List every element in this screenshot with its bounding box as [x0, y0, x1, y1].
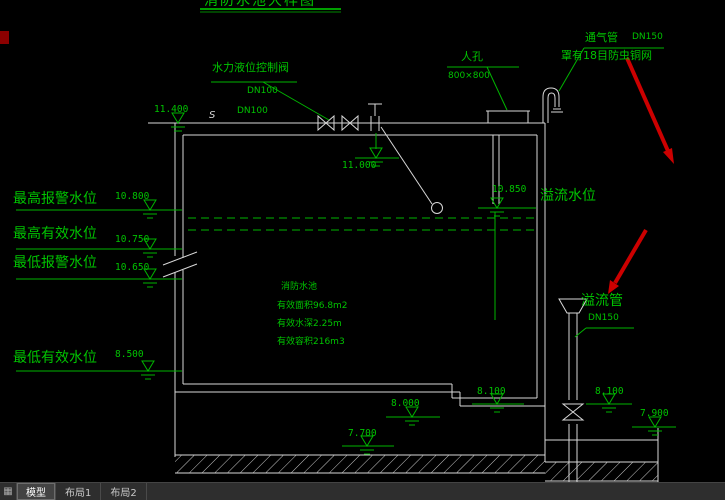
label-elev-8100-right: 8.100: [595, 386, 624, 397]
annotation-lines: [16, 8, 676, 447]
label-tank-volume: 有效容积216m3: [277, 337, 345, 347]
layout-tab-bar: ▦ 模型 布局1 布局2: [0, 482, 725, 500]
label-elev-7700: 7.700: [348, 428, 377, 439]
label-elev-10800: 10.800: [115, 191, 150, 202]
label-vent-mesh-note: 罩有18目防虫铜网: [561, 49, 652, 62]
tank-structure: [148, 87, 659, 483]
label-hydraulic-level-valve: 水力液位控制阀: [212, 61, 289, 74]
label-overflow-level: 溢流水位: [540, 188, 596, 204]
foundation-hatch: [175, 455, 545, 473]
label-vent-dn150: DN150: [632, 32, 663, 42]
label-pipe-dn100: DN100: [237, 106, 268, 116]
label-overflow-pipe: 溢流管: [581, 293, 623, 309]
label-tank-depth: 有效水深2.25m: [277, 319, 342, 329]
label-valve-dn100: DN100: [247, 86, 278, 96]
red-annotation-arrows: [608, 57, 674, 294]
tab-layout2[interactable]: 布局2: [101, 483, 147, 500]
tab-layout1-label: 布局1: [65, 488, 92, 499]
level-markers: [141, 112, 662, 455]
label-elev-10750: 10.750: [115, 234, 150, 245]
label-elev-8500: 8.500: [115, 349, 144, 360]
label-min-alarm-level: 最低报警水位: [13, 255, 97, 271]
label-overflow-dn150: DN150: [588, 313, 619, 323]
label-manhole-size: 800×800: [448, 71, 490, 81]
label-tank-area: 有效面积96.8m2: [277, 301, 348, 311]
label-elev-10650: 10.650: [115, 262, 150, 273]
tab-layout2-label: 布局2: [110, 488, 137, 499]
label-vent-pipe: 通气管: [585, 31, 618, 44]
cad-drawing: [0, 8, 676, 483]
tab-model-label: 模型: [26, 488, 46, 499]
tab-layout1[interactable]: 布局1: [56, 483, 102, 500]
label-elev-10850: 10.850: [492, 184, 527, 195]
label-tank-name: 消防水池: [281, 282, 318, 292]
tab-model[interactable]: 模型: [17, 483, 56, 500]
label-elev-8000: 8.000: [391, 398, 420, 409]
label-elev-11000: 11.000: [342, 160, 377, 171]
label-pipe-break-s: S: [209, 110, 216, 121]
label-elev-11400: 11.400: [154, 104, 189, 115]
label-max-effective-level: 最高有效水位: [13, 226, 97, 242]
label-max-alarm-level: 最高报警水位: [13, 191, 97, 207]
drawing-title-fragment: 消防水池大样图: [204, 0, 316, 9]
trench-hatch: [545, 462, 658, 481]
grid-icon[interactable]: ▦: [0, 483, 17, 500]
edge-red-marker: [0, 31, 9, 44]
label-min-effective-level: 最低有效水位: [13, 350, 97, 366]
label-elev-8100-left: 8.100: [477, 386, 506, 397]
label-manhole: 人孔: [461, 50, 483, 63]
label-elev-7900: 7.900: [640, 408, 669, 419]
